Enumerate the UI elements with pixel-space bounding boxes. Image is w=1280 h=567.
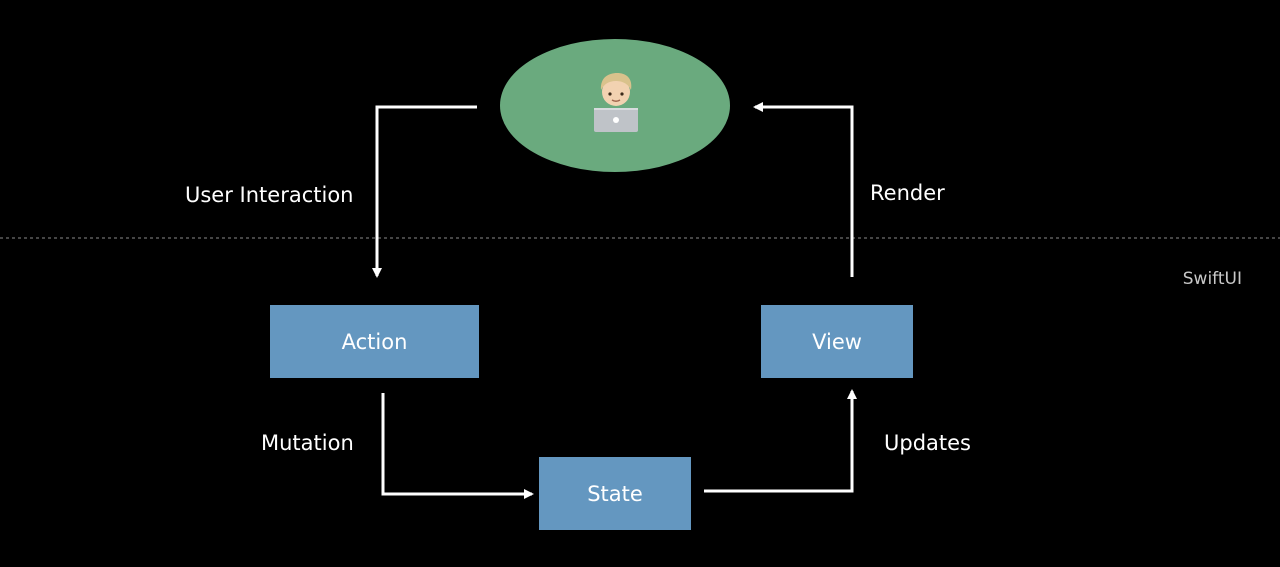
- mutation-label: Mutation: [261, 431, 354, 455]
- render-arrow: [753, 102, 854, 277]
- user-interaction-label: User Interaction: [185, 183, 354, 207]
- mutation-arrow: [381, 393, 534, 499]
- state-label: State: [587, 481, 643, 506]
- action-box: Action: [270, 305, 479, 378]
- updates-label: Updates: [884, 431, 971, 455]
- view-label: View: [812, 329, 862, 354]
- state-box: State: [539, 457, 691, 530]
- updates-arrow: [704, 389, 857, 493]
- person-with-laptop-icon: [594, 73, 638, 132]
- swiftui-label: SwiftUI: [1182, 269, 1242, 289]
- view-box: View: [761, 305, 913, 378]
- user-interaction-arrow: [372, 105, 477, 278]
- render-label: Render: [870, 181, 945, 205]
- action-label: Action: [341, 329, 408, 354]
